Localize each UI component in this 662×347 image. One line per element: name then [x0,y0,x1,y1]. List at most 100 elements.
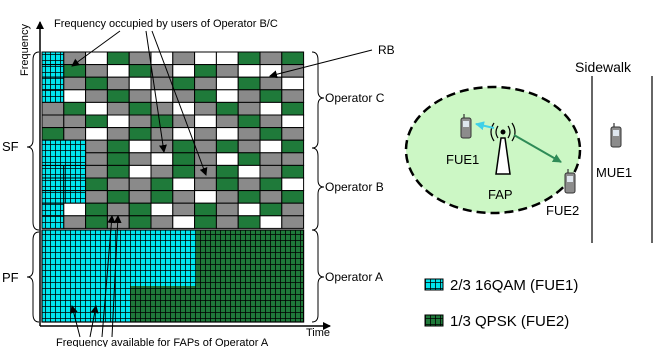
resource-block [85,76,108,91]
resource-block [194,164,217,179]
resource-block [194,89,217,103]
resource-block [106,64,130,78]
resource-block [194,76,217,91]
resource-block [106,76,130,91]
operator-b-label: Operator B [325,180,384,194]
resource-block [128,164,152,179]
resource-block [63,177,87,192]
resource-block [106,152,130,166]
resource-block [215,177,239,192]
resource-block [281,139,305,154]
resource-block [41,89,65,103]
resource-block [259,202,283,217]
resource-block [128,177,152,192]
pf-resource-region [196,230,304,322]
resource-block [128,101,152,116]
resource-block [259,127,283,141]
resource-block [41,177,65,192]
resource-block [41,202,65,217]
resource-block [215,152,239,166]
resource-block [41,101,65,116]
resource-block [281,152,305,166]
resource-block [215,89,239,103]
resource-block [85,202,108,217]
legend-swatch-16qam [424,278,444,291]
resource-block [281,127,305,141]
rb-label: RB [378,43,395,57]
fue1-phone-icon [460,114,472,139]
fue2-phone-icon [564,169,576,194]
resource-block [150,101,174,116]
time-axis-label: Time [306,327,330,339]
resource-block [194,114,217,129]
resource-block [237,215,261,229]
resource-block [172,152,196,166]
resource-block [215,164,239,179]
resource-block [237,139,261,154]
resource-block [215,215,239,229]
occupied-frequency-note: Frequency occupied by users of Operator … [54,18,278,30]
resource-block [63,114,87,129]
resource-block [281,177,305,192]
resource-block [63,190,87,204]
resource-block [259,101,283,116]
resource-block [172,64,196,78]
legend: 2/3 16QAM (FUE1) 1/3 QPSK (FUE2) [424,277,578,330]
resource-block [63,76,87,91]
resource-block [150,190,174,204]
resource-block [237,76,261,91]
resource-block [41,51,65,66]
resource-block [194,202,217,217]
resource-block [106,164,130,179]
resource-block [41,127,65,141]
femtocell-coverage-area [404,85,582,215]
resource-block [215,64,239,78]
link-fap-to-fue1 [475,121,495,131]
resource-block [63,202,87,217]
resource-block [85,190,108,204]
resource-block [172,127,196,141]
resource-block [85,139,108,154]
operator-c-label: Operator C [325,91,385,105]
resource-block [150,139,174,154]
pf-region-frame [41,229,305,323]
pf-label: PF [2,270,19,285]
resource-block-grid [41,51,305,323]
resource-block [106,177,130,192]
resource-block [150,89,174,103]
resource-block [106,89,130,103]
resource-block [150,164,174,179]
resource-block [259,114,283,129]
sidewalk-label: Sidewalk [575,59,632,75]
resource-block [194,139,217,154]
resource-block [63,127,87,141]
resource-block [215,114,239,129]
resource-block [106,190,130,204]
resource-block [237,177,261,192]
resource-block [259,190,283,204]
fue1-label: FUE1 [446,152,479,167]
resource-block [172,190,196,204]
resource-block [150,177,174,192]
resource-block [85,114,108,129]
axes: Frequency Time [19,21,331,339]
resource-block [41,215,65,229]
resource-block [237,127,261,141]
resource-block [172,202,196,217]
resource-block [237,152,261,166]
resource-block [281,114,305,129]
resource-block [237,202,261,217]
resource-block [237,51,261,66]
resource-block [106,51,130,66]
resource-block [172,76,196,91]
resource-block [41,190,65,204]
resource-block [237,164,261,179]
resource-block [194,101,217,116]
fue2-label: FUE2 [546,203,579,218]
resource-block [150,152,174,166]
resource-block [172,51,196,66]
mue1-label: MUE1 [596,165,632,180]
operator-braces [311,51,325,323]
legend-label-qpsk: 1/3 QPSK (FUE2) [450,313,569,330]
